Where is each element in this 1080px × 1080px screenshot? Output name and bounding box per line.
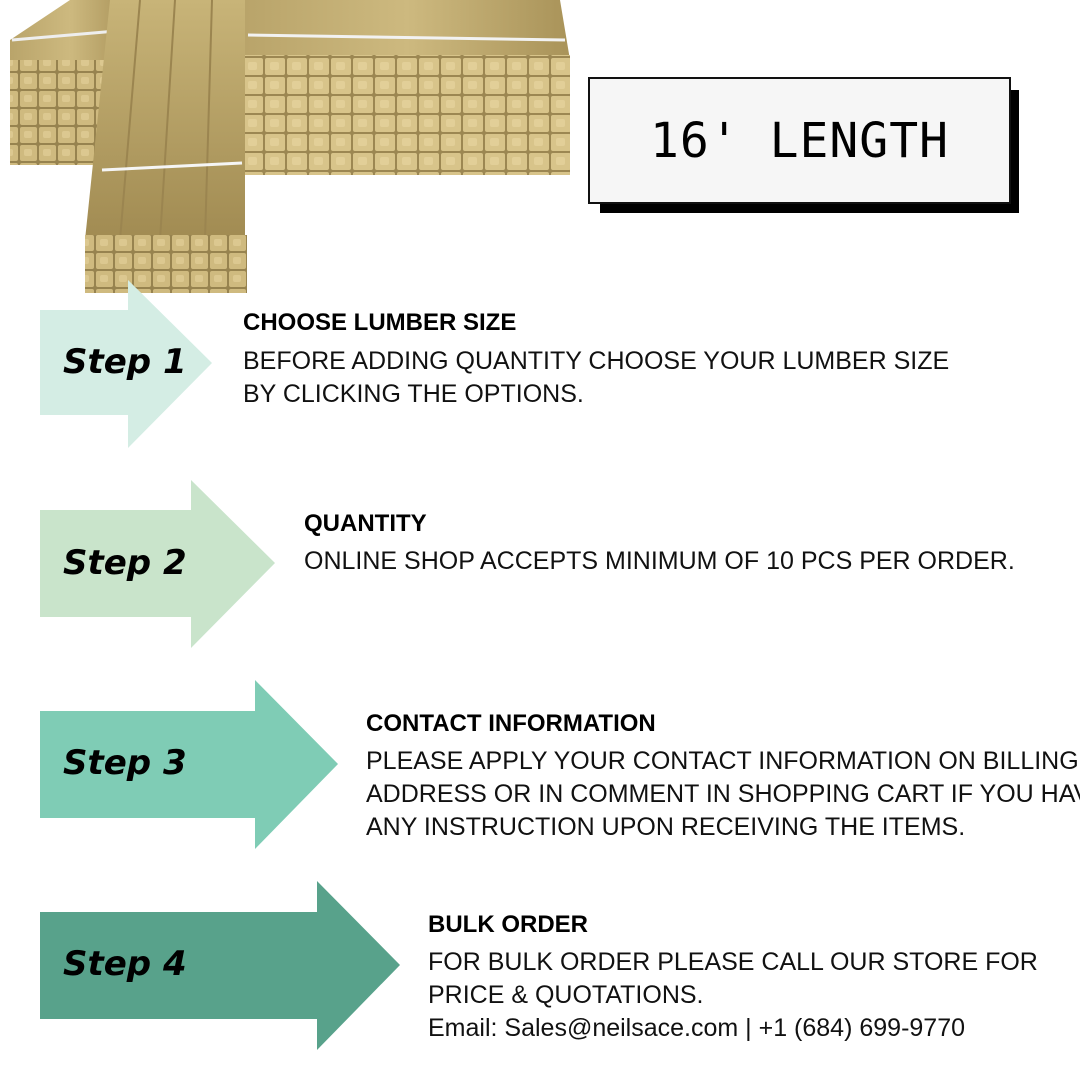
step-3-title: CONTACT INFORMATION bbox=[366, 710, 656, 737]
step-2-title: QUANTITY bbox=[304, 510, 427, 537]
step-4-label: Step 4 bbox=[63, 944, 187, 984]
step-2-line: ONLINE SHOP ACCEPTS MINIMUM OF 10 PCS PE… bbox=[304, 547, 1015, 575]
step-2-description: ONLINE SHOP ACCEPTS MINIMUM OF 10 PCS PE… bbox=[304, 545, 1015, 578]
step-2-label: Step 2 bbox=[63, 543, 187, 583]
step-1-line: BY CLICKING THE OPTIONS. bbox=[243, 380, 584, 408]
step-4-line: PRICE & QUOTATIONS. bbox=[428, 981, 704, 1009]
step-4-contact-line[interactable]: Email: Sales@neilsace.com | +1 (684) 699… bbox=[428, 1014, 966, 1042]
step-3-description: PLEASE APPLY YOUR CONTACT INFORMATION ON… bbox=[366, 745, 1080, 844]
step-1-line: BEFORE ADDING QUANTITY CHOOSE YOUR LUMBE… bbox=[243, 347, 950, 375]
lumber-bundle-image bbox=[10, 0, 570, 293]
step-3-label: Step 3 bbox=[63, 743, 187, 783]
step-4-title: BULK ORDER bbox=[428, 911, 588, 938]
step-3-line: PLEASE APPLY YOUR CONTACT INFORMATION ON… bbox=[366, 747, 1079, 775]
step-4-description: FOR BULK ORDER PLEASE CALL OUR STORE FOR… bbox=[428, 946, 1038, 1045]
step-1-description: BEFORE ADDING QUANTITY CHOOSE YOUR LUMBE… bbox=[243, 345, 949, 411]
length-badge: 16' LENGTH bbox=[588, 77, 1011, 204]
step-3-line: ANY INSTRUCTION UPON RECEIVING THE ITEMS… bbox=[366, 813, 966, 841]
step-3-line: ADDRESS OR IN COMMENT IN SHOPPING CART I… bbox=[366, 780, 1080, 808]
step-4-line: FOR BULK ORDER PLEASE CALL OUR STORE FOR bbox=[428, 948, 1038, 976]
step-1-title: CHOOSE LUMBER SIZE bbox=[243, 309, 517, 336]
step-1-label: Step 1 bbox=[63, 342, 187, 382]
length-badge-text: 16' LENGTH bbox=[650, 112, 949, 169]
